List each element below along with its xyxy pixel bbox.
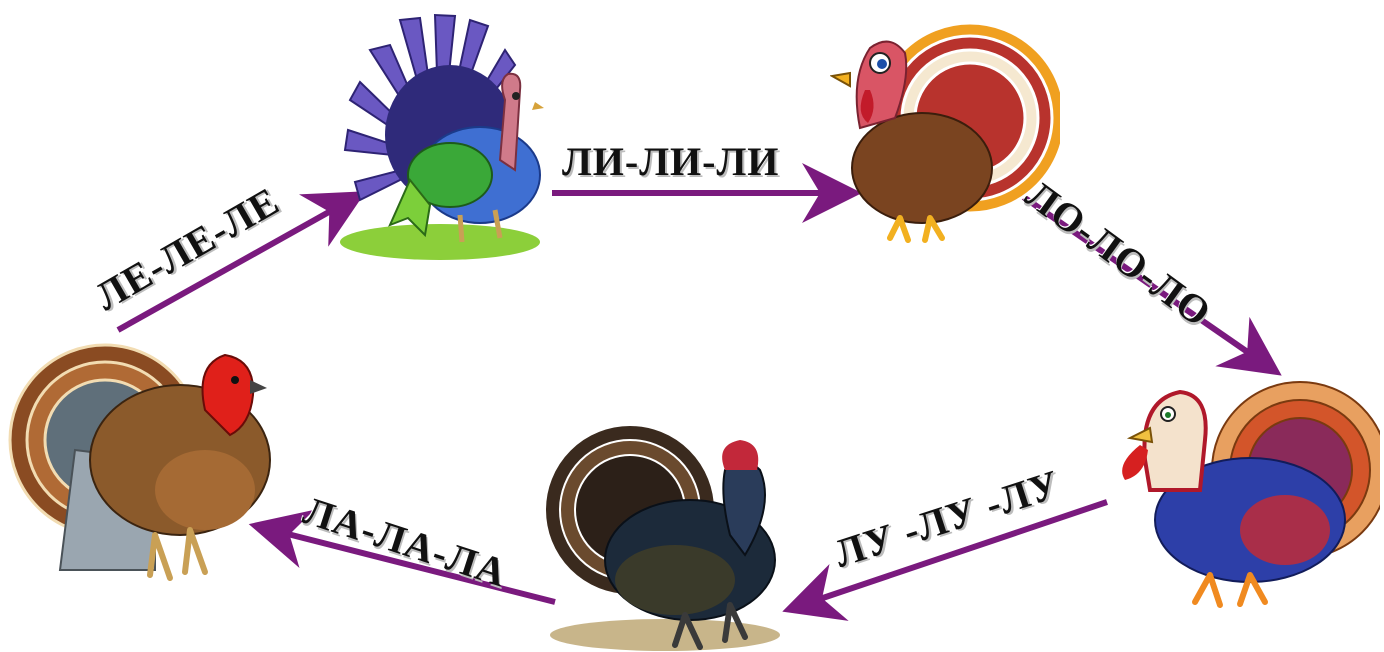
dark-turkey-icon xyxy=(535,415,795,652)
purple-turkey-icon xyxy=(330,10,560,260)
label-li: ЛИ-ЛИ-ЛИ xyxy=(562,138,779,185)
blue-turkey-icon xyxy=(1110,370,1380,620)
brown-turkey-icon xyxy=(5,340,285,590)
